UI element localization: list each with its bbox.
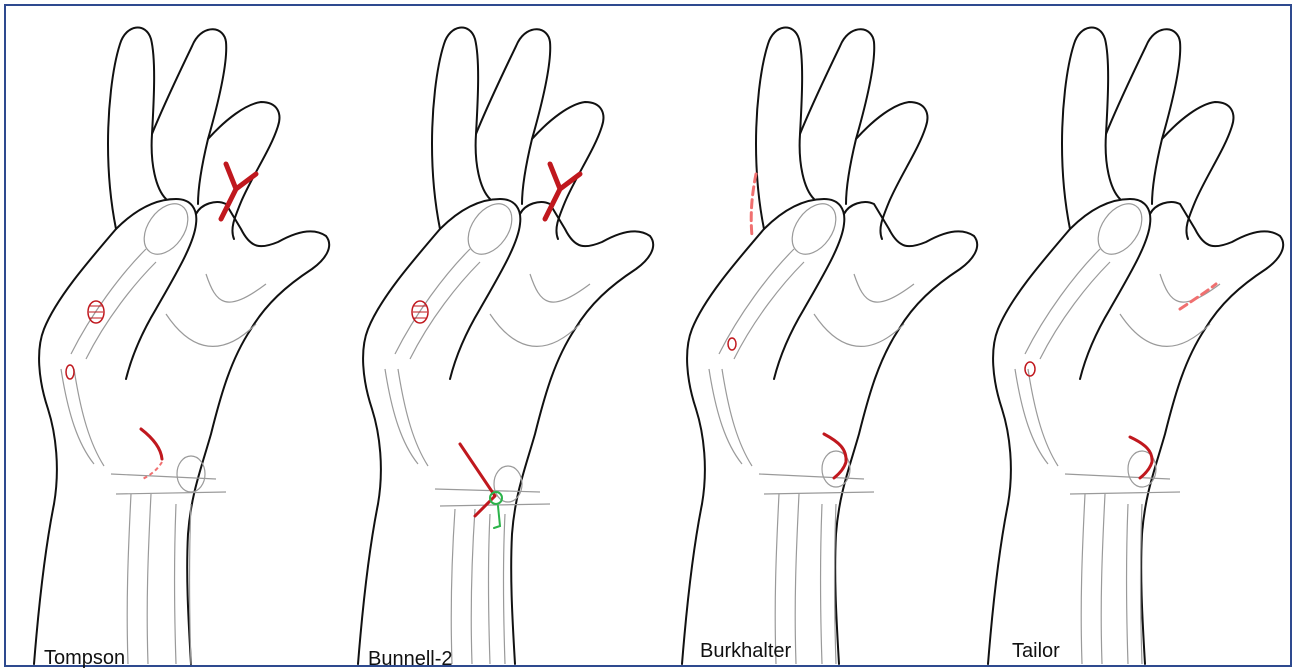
hand-outline <box>988 28 1283 664</box>
bone-sketch <box>385 196 590 664</box>
panel-label: Tailor <box>1012 640 1060 663</box>
panel-tailor: Tailor <box>970 14 1288 669</box>
wrist-curved-incision <box>1130 437 1152 478</box>
hand-illustration-bunnell-2 <box>340 14 658 669</box>
panel-tompson: Tompson <box>16 14 334 669</box>
hand-illustration-burkhalter <box>664 14 982 669</box>
small-hatched-oval <box>728 338 736 350</box>
panel-bunnell-2: Bunnell-2 <box>340 14 658 669</box>
incision-marks <box>728 174 846 478</box>
bone-sketch <box>61 196 266 664</box>
bone-sketch <box>709 196 914 664</box>
suture-hook <box>494 506 500 528</box>
wrist-curved-incision <box>824 434 846 478</box>
wrist-incision <box>141 429 162 459</box>
panel-burkhalter: Burkhalter <box>664 14 982 669</box>
panel-label: Tompson <box>44 647 125 670</box>
wrist-incision-dashed-tail <box>141 462 162 480</box>
panel-label: Bunnell-2 <box>368 648 453 671</box>
hand-illustration-tompson <box>16 14 334 669</box>
hand-outline <box>682 28 977 664</box>
bone-sketch <box>1015 196 1220 664</box>
incision-marks <box>66 164 256 480</box>
hand-outline <box>34 28 329 664</box>
hand-outline <box>358 28 653 664</box>
small-hatched-oval <box>1025 362 1035 376</box>
incision-marks <box>1025 284 1216 478</box>
dashed-index-line <box>751 174 756 236</box>
hatch-lines <box>413 306 427 318</box>
hatched-oval-small <box>66 365 74 379</box>
hand-illustration-tailor <box>970 14 1288 669</box>
hatch-lines <box>89 306 103 318</box>
dashed-web-arc <box>1180 284 1216 309</box>
panel-label: Burkhalter <box>700 640 791 663</box>
figure-frame: Tompson <box>4 4 1292 667</box>
